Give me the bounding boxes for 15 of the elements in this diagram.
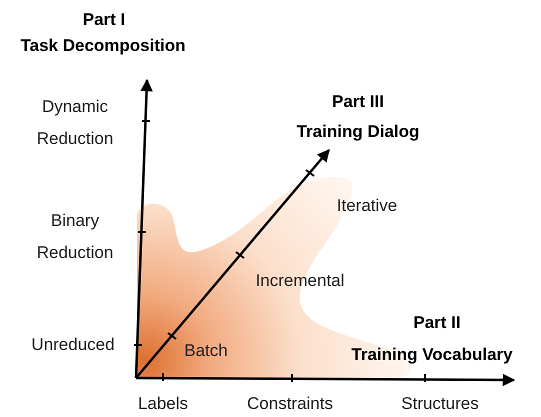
tick-label: Binary Reduction bbox=[36, 210, 114, 264]
tick-label: Batch bbox=[184, 340, 228, 362]
axis-title: Part II bbox=[413, 312, 461, 334]
tick-label: Dynamic Reduction bbox=[36, 96, 114, 150]
tick-label: Incremental bbox=[256, 270, 344, 292]
tick-label: Iterative bbox=[336, 194, 398, 217]
tick-label: Labels bbox=[138, 392, 188, 415]
axis-title: Training Dialog bbox=[296, 120, 420, 143]
tick-label: Unreduced bbox=[31, 334, 115, 356]
tick-label: Structures bbox=[401, 392, 479, 415]
axis-title: Training Vocabulary bbox=[351, 344, 513, 366]
tick-label: Constraints bbox=[247, 392, 333, 415]
axis-title: Part I bbox=[82, 8, 126, 31]
axis-title: Part III bbox=[332, 90, 384, 113]
axis-title: Task Decomposition bbox=[20, 34, 186, 57]
